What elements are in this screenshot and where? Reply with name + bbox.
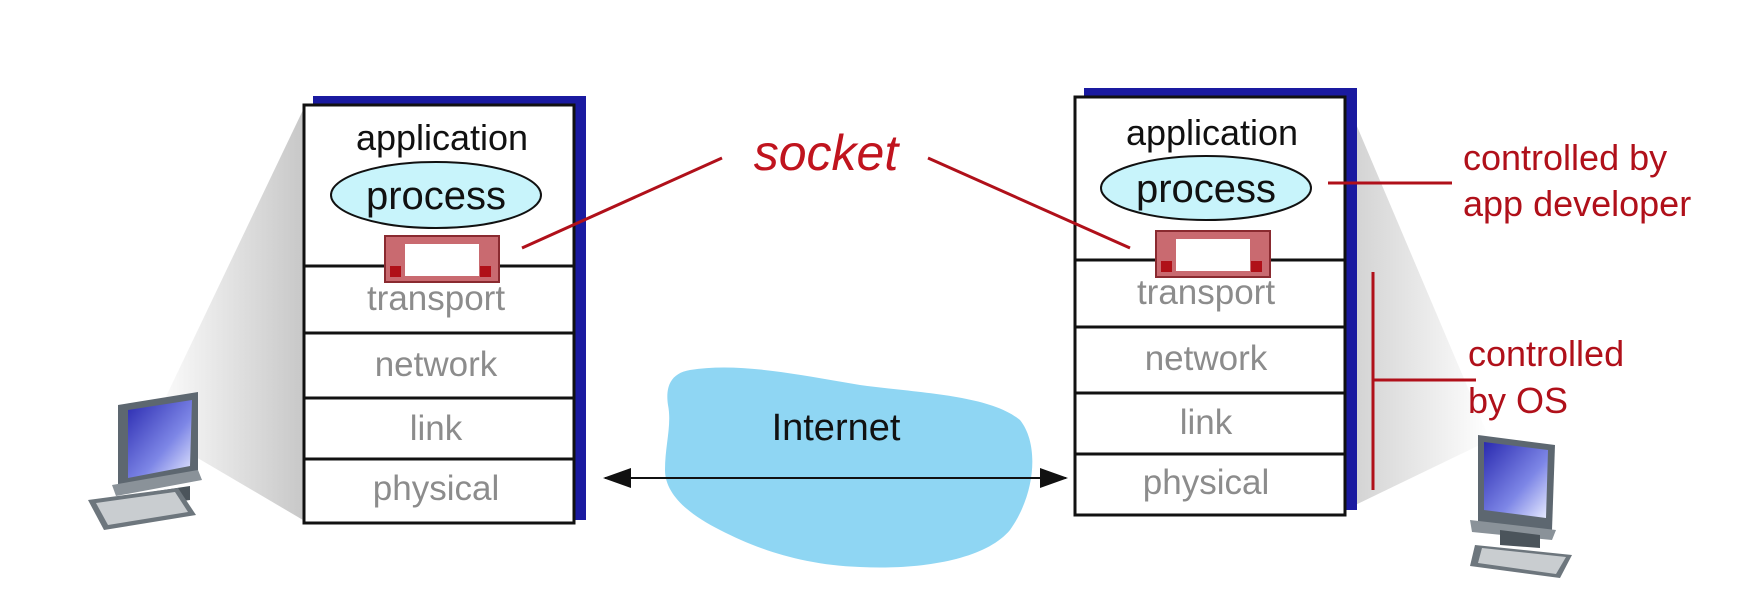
right-layer-network: network <box>1145 339 1268 378</box>
internet-label: Internet <box>772 407 901 449</box>
right-socket <box>1155 230 1271 278</box>
socket-pointer-right <box>927 156 1131 250</box>
right-application-label: application <box>1126 112 1298 153</box>
left-layer-link: link <box>410 409 463 448</box>
os-annotation-line1: controlled <box>1468 333 1624 374</box>
left-computer-icon <box>88 392 202 530</box>
internet-cloud: Internet <box>665 367 1033 568</box>
right-process-label: process <box>1136 167 1276 211</box>
right-computer-icon <box>1470 435 1572 578</box>
app-developer-annotation-line2: app developer <box>1463 183 1691 224</box>
right-layer-physical: physical <box>1143 463 1269 502</box>
socket-pointer-left <box>521 156 723 250</box>
right-host: application process transport network li… <box>1073 88 1572 578</box>
left-layer-transport: transport <box>367 279 505 318</box>
right-layer-link: link <box>1180 403 1233 442</box>
left-socket <box>384 235 500 283</box>
app-developer-annotation-line1: controlled by <box>1463 137 1667 178</box>
socket-label: socket <box>754 125 901 181</box>
left-layer-physical: physical <box>373 469 499 508</box>
left-process-label: process <box>366 174 506 218</box>
left-process-oval <box>330 161 542 229</box>
right-process-oval <box>1100 155 1312 221</box>
os-annotation-line2: by OS <box>1468 380 1568 421</box>
left-layer-network: network <box>375 345 498 384</box>
left-host: application process transport network li… <box>88 96 586 530</box>
left-application-label: application <box>356 117 528 158</box>
right-fan-shading <box>1345 98 1490 510</box>
right-layer-transport: transport <box>1137 273 1275 312</box>
cloud-shape <box>665 367 1033 568</box>
